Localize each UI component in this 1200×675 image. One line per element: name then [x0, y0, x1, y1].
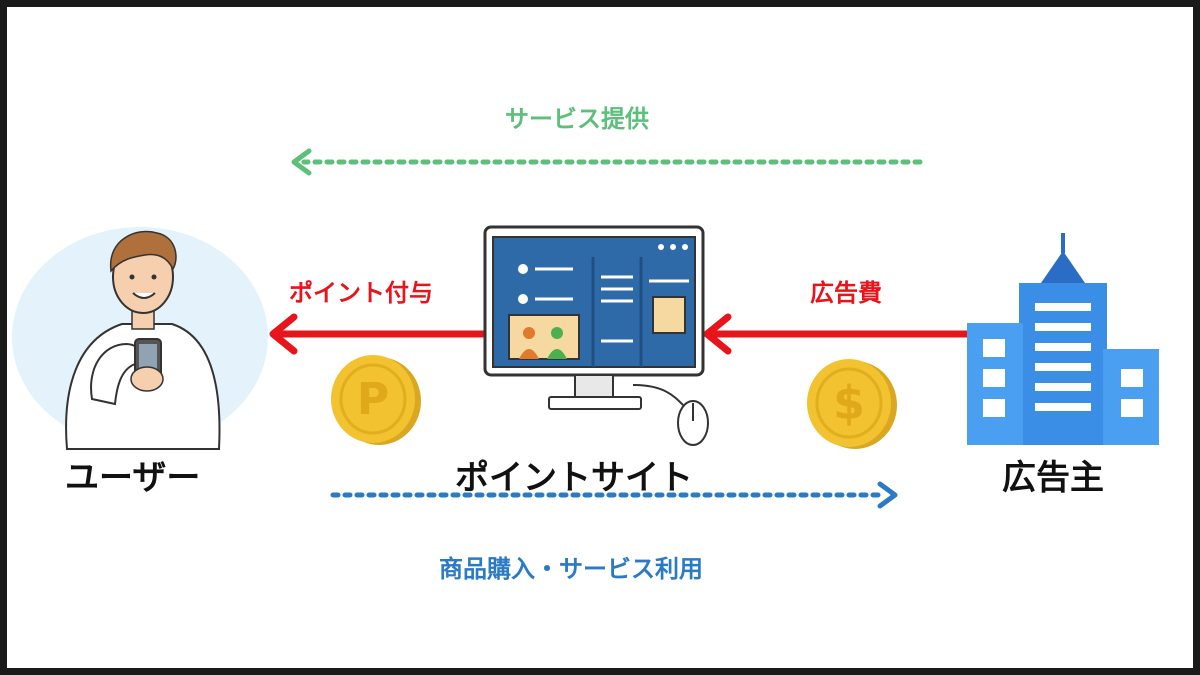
point-coin-icon: P — [331, 355, 421, 445]
user-label: ユーザー — [65, 458, 201, 498]
diagram-frame: サービス提供 ポイント付与 広告費 — [7, 7, 1193, 668]
service-provide-label: サービス提供 — [505, 105, 649, 133]
point-site-label: ポイントサイト — [455, 458, 693, 498]
advertiser-label: 広告主 — [1002, 458, 1104, 498]
dollar-coin-glyph: $ — [833, 376, 865, 430]
building-icon — [967, 233, 1159, 445]
ad-fee-label: 広告費 — [810, 279, 882, 307]
purchase-use-label: 商品購入・サービス利用 — [439, 555, 703, 583]
service-provide-arrow — [291, 148, 923, 176]
point-grant-arrow — [269, 313, 489, 355]
purchase-use-arrow — [330, 481, 898, 509]
point-grant-label: ポイント付与 — [289, 279, 433, 307]
computer-icon — [483, 225, 709, 446]
dollar-coin-icon: $ — [807, 359, 897, 449]
point-coin-glyph: P — [357, 374, 389, 425]
ad-fee-arrow — [703, 313, 974, 355]
user-phone-icon — [12, 227, 268, 450]
